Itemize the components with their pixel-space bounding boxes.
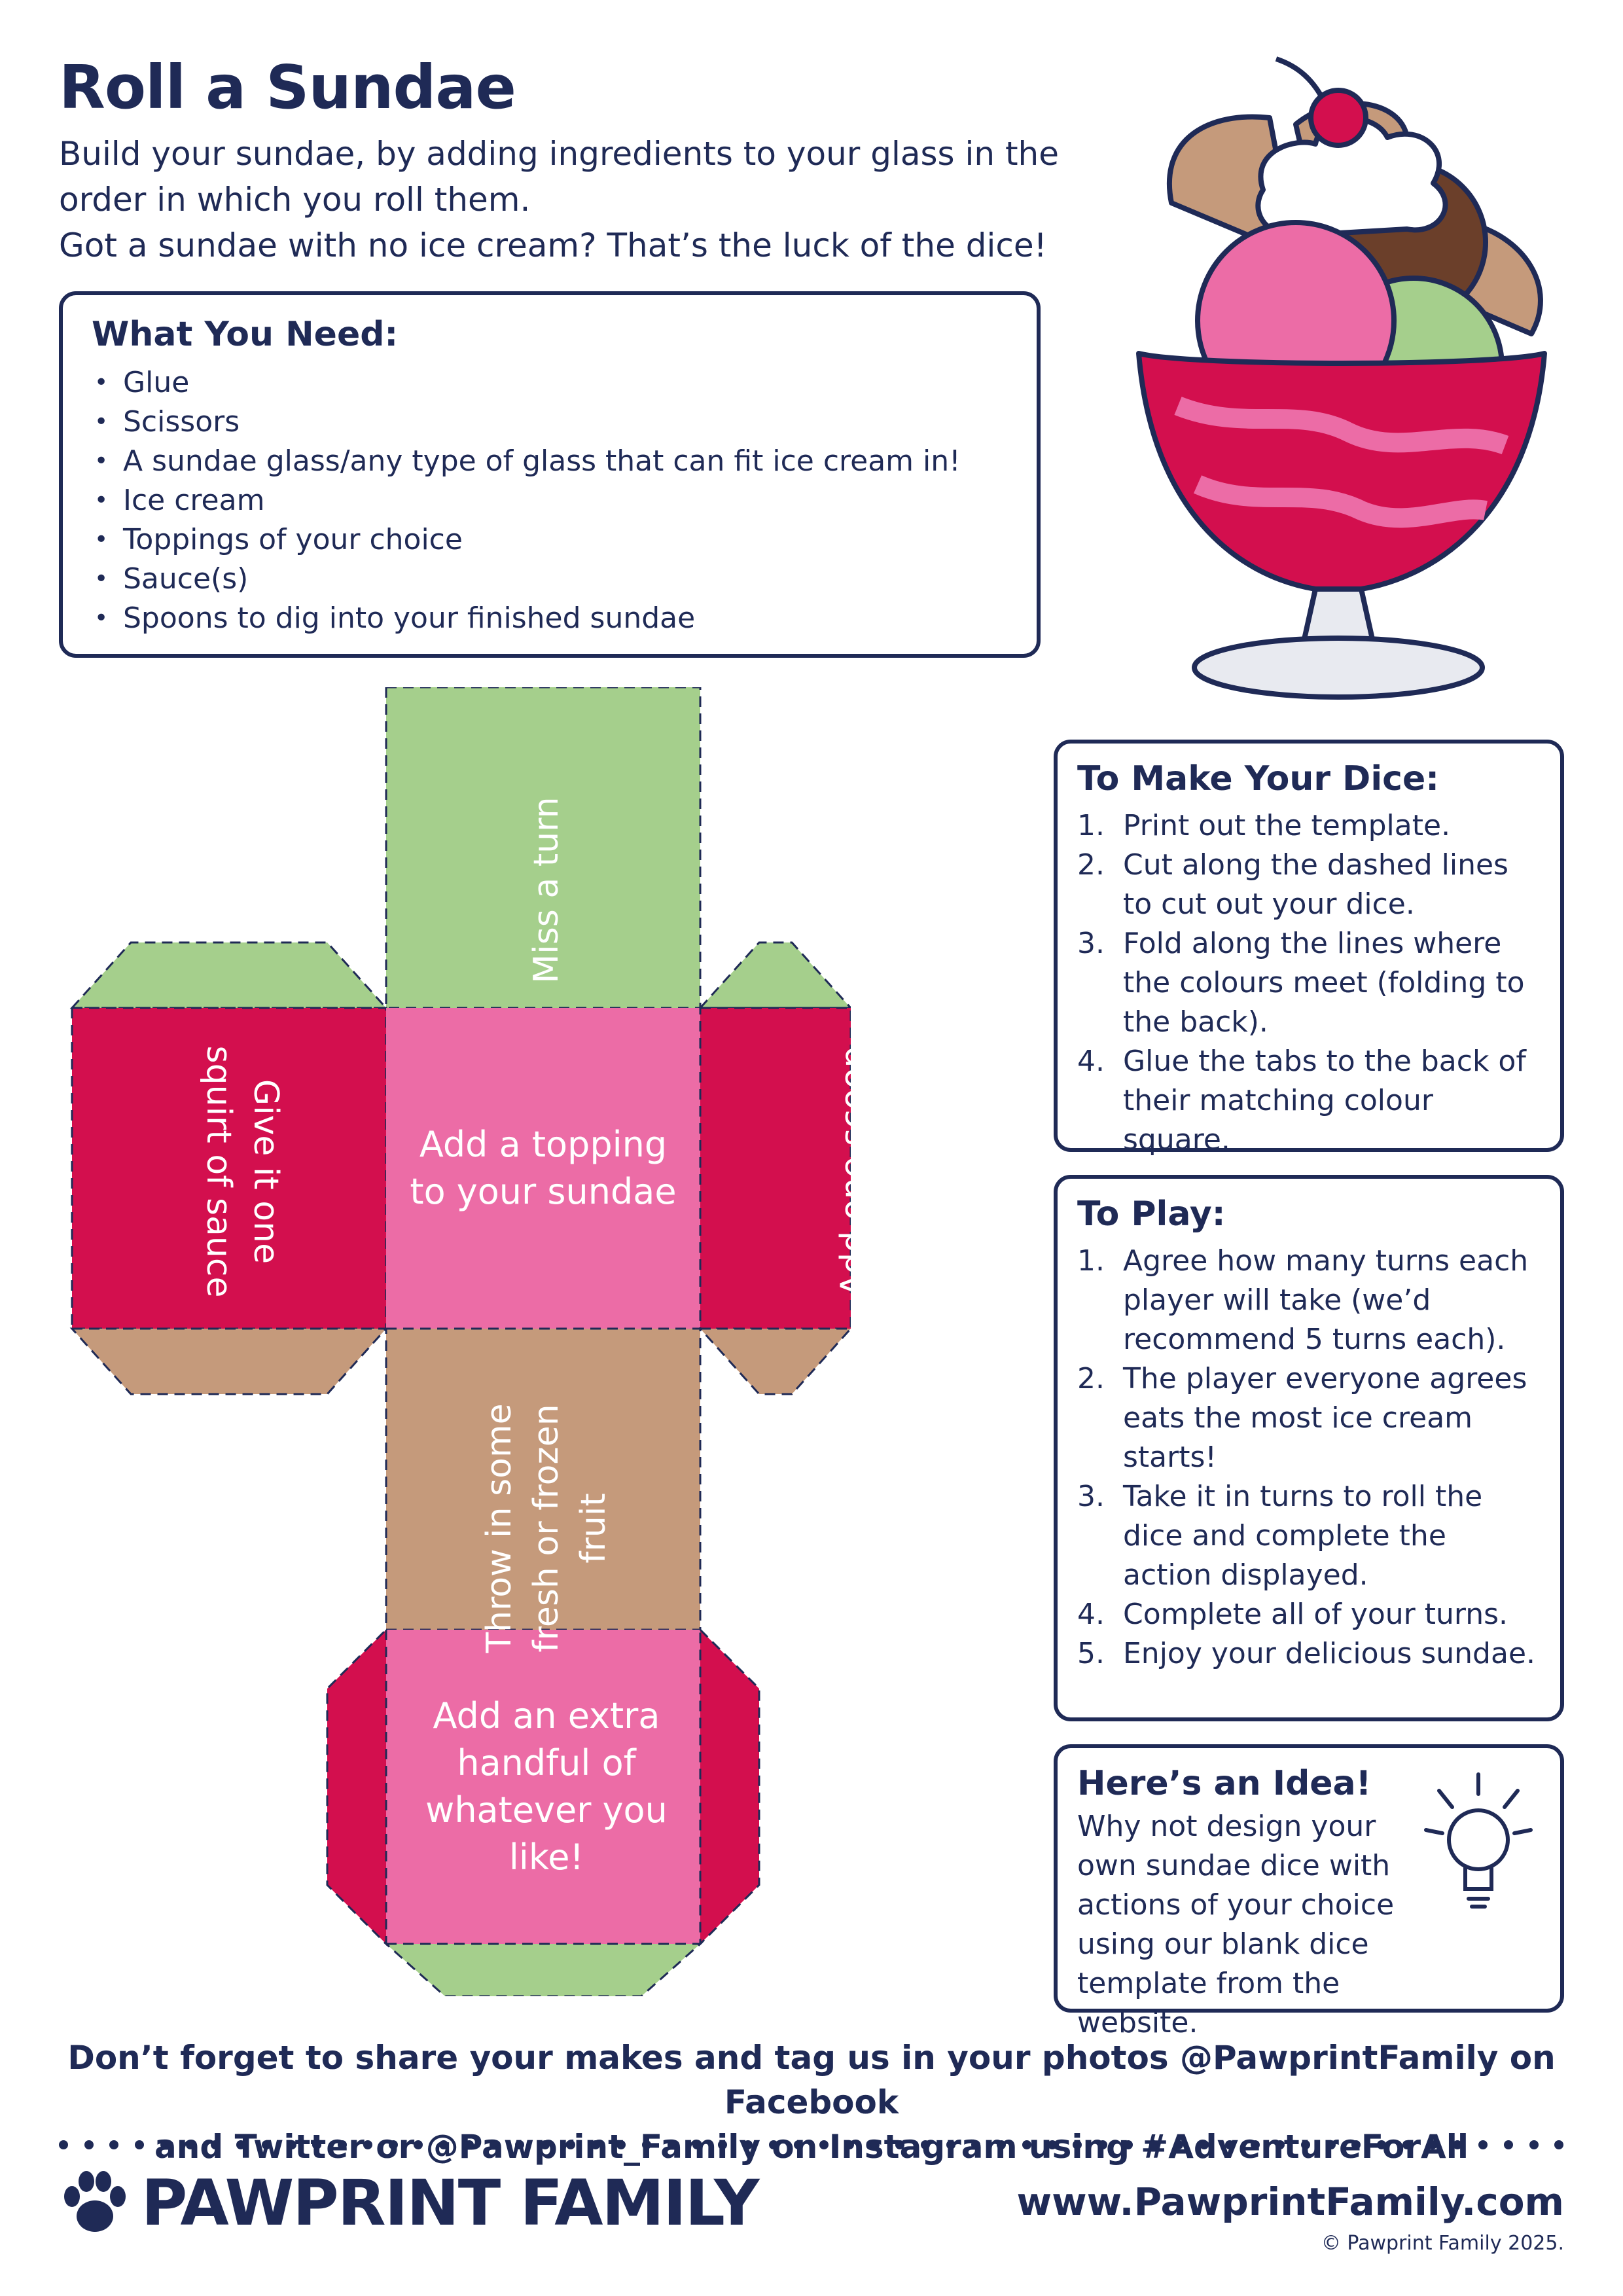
- list-item: 3. Take it in turns to roll the dice and …: [1077, 1477, 1541, 1595]
- idea-heading: Here’s an Idea!: [1077, 1764, 1372, 1803]
- bowl-swirl: [1174, 396, 1509, 455]
- step-text: Take it in turns to roll the dice and co…: [1123, 1480, 1483, 1592]
- dice-text-left: Give it one squirt of sauce: [199, 1045, 285, 1298]
- step-number: 2.: [1077, 1362, 1105, 1395]
- make-steps: 1. Print out the template. 2. Cut along th…: [1077, 806, 1541, 1160]
- list-item: 3. Fold along the lines where the colours…: [1077, 924, 1541, 1042]
- share-line: Don’t forget to share your makes and tag…: [67, 2039, 1556, 2121]
- list-item: Glue: [92, 363, 1008, 403]
- list-item: Spoons to dig into your finished sundae: [92, 599, 1008, 638]
- step-text: Complete all of your turns.: [1123, 1598, 1508, 1631]
- step-number: 1.: [1077, 809, 1105, 842]
- step-text: The player everyone agrees eats the most…: [1123, 1362, 1527, 1474]
- glass-bowl: [1136, 351, 1547, 592]
- dice-text-below: Throw in some fresh or frozen fruit: [480, 1403, 613, 1653]
- share-message: Don’t forget to share your makes and tag…: [39, 2036, 1584, 2169]
- tab-right-top: [698, 941, 851, 1009]
- list-item: Scissors: [92, 403, 1008, 442]
- dotted-divider: [59, 2140, 1564, 2149]
- dice-face-center: [386, 1008, 700, 1329]
- step-text: Glue the tabs to the back of their match…: [1123, 1045, 1526, 1157]
- step-text: Cut along the dashed lines to cut out yo…: [1123, 848, 1508, 921]
- dice-text-bottom: Add an extra handful of whatever you lik…: [425, 1695, 668, 1878]
- paw-icon: [64, 2171, 126, 2232]
- tab-left-bottom: [69, 1327, 389, 1395]
- list-item: 1. Agree how many turns each player will …: [1077, 1242, 1541, 1359]
- glass-base: [1192, 636, 1485, 700]
- idea-box: Here’s an Idea! Why not design your own …: [1054, 1744, 1564, 2039]
- intro-line: Build your sundae, by adding ingredients…: [59, 135, 1060, 173]
- list-item: 5. Enjoy your delicious sundae.: [1077, 1634, 1541, 1674]
- bowl-swirl: [1193, 475, 1488, 528]
- step-number: 2.: [1077, 848, 1105, 882]
- list-item: 1. Print out the template.: [1077, 806, 1541, 846]
- dice-text-right: Add one scoop of ice cream: [834, 1046, 920, 1297]
- tab-bottom-left: [326, 1627, 387, 1946]
- to-play-heading: To Play:: [1077, 1194, 1226, 1234]
- list-item: 4. Complete all of your turns.: [1077, 1595, 1541, 1634]
- dice-face-top: [385, 687, 702, 1009]
- what-you-need-box: What You Need: Glue Scissors A sundae gl…: [59, 291, 1041, 658]
- needs-list: Glue Scissors A sundae glass/any type of…: [92, 363, 1008, 638]
- tab-bottom-right: [699, 1627, 760, 1946]
- list-item: 2. Cut along the dashed lines to cut out …: [1077, 846, 1541, 924]
- play-steps: 1. Agree how many turns each player will …: [1077, 1242, 1541, 1674]
- tab-right-bottom: [698, 1327, 851, 1395]
- what-you-need-heading: What You Need:: [92, 315, 399, 354]
- step-text: Fold along the lines where the colours m…: [1123, 927, 1525, 1039]
- dice-face-bottom: [386, 1630, 700, 1944]
- tab-left-top: [69, 941, 389, 1009]
- share-line: and Twitter or @Pawprint_Family on Insta…: [154, 2128, 1469, 2166]
- dice-text-top: Miss a turn: [527, 797, 566, 984]
- page-title: Roll a Sundae: [59, 52, 516, 122]
- make-dice-box: To Make Your Dice: 1. Print out the templ…: [1054, 740, 1564, 1157]
- sundae-illustration: [1136, 56, 1547, 700]
- list-item: 4. Glue the tabs to the back of their mat…: [1077, 1042, 1541, 1160]
- list-item: Ice cream: [92, 481, 1008, 520]
- to-play-box: To Play: 1. Agree how many turns each pla…: [1054, 1175, 1564, 1721]
- step-text: Enjoy your delicious sundae.: [1123, 1637, 1536, 1670]
- intro-line: Got a sundae with no ice cream? That’s t…: [59, 226, 1047, 264]
- step-text: Print out the template.: [1123, 809, 1451, 842]
- tab-bottom-green: [383, 1943, 703, 1996]
- step-number: 1.: [1077, 1244, 1105, 1278]
- step-text: Agree how many turns each player will ta…: [1123, 1244, 1529, 1356]
- step-number: 3.: [1077, 1480, 1105, 1513]
- brand-name: PAWPRINT FAMILY: [141, 2166, 760, 2240]
- step-number: 4.: [1077, 1045, 1105, 1078]
- lightbulb-icon: [1424, 1772, 1533, 1909]
- brand-footer: www.PawprintFamily.com © Pawprint Family…: [1017, 2179, 1565, 2255]
- step-number: 5.: [1077, 1637, 1105, 1670]
- list-item: Toppings of your choice: [92, 520, 1008, 560]
- dice-text-center: Add a topping to your sundae: [410, 1124, 677, 1212]
- cherry: [1308, 88, 1368, 148]
- step-number: 4.: [1077, 1598, 1105, 1631]
- list-item: 2. The player everyone agrees eats the mo…: [1077, 1359, 1541, 1477]
- step-number: 3.: [1077, 927, 1105, 960]
- list-item: A sundae glass/any type of glass that ca…: [92, 442, 1008, 481]
- intro-text: Build your sundae, by adding ingredients…: [59, 131, 1080, 268]
- dice-template: [69, 687, 851, 1996]
- make-dice-heading: To Make Your Dice:: [1077, 759, 1440, 798]
- idea-text: Why not design your own sundae dice with…: [1077, 1810, 1395, 2039]
- dice-face-right: [699, 1007, 851, 1330]
- brand-logo: PAWPRINT FAMILY: [59, 2166, 760, 2240]
- intro-line: order in which you roll them.: [59, 181, 531, 219]
- list-item: Sauce(s): [92, 560, 1008, 599]
- dice-face-left: [71, 1007, 387, 1330]
- copyright: © Pawprint Family 2025.: [1321, 2232, 1564, 2255]
- website-link[interactable]: www.PawprintFamily.com: [1016, 2179, 1565, 2224]
